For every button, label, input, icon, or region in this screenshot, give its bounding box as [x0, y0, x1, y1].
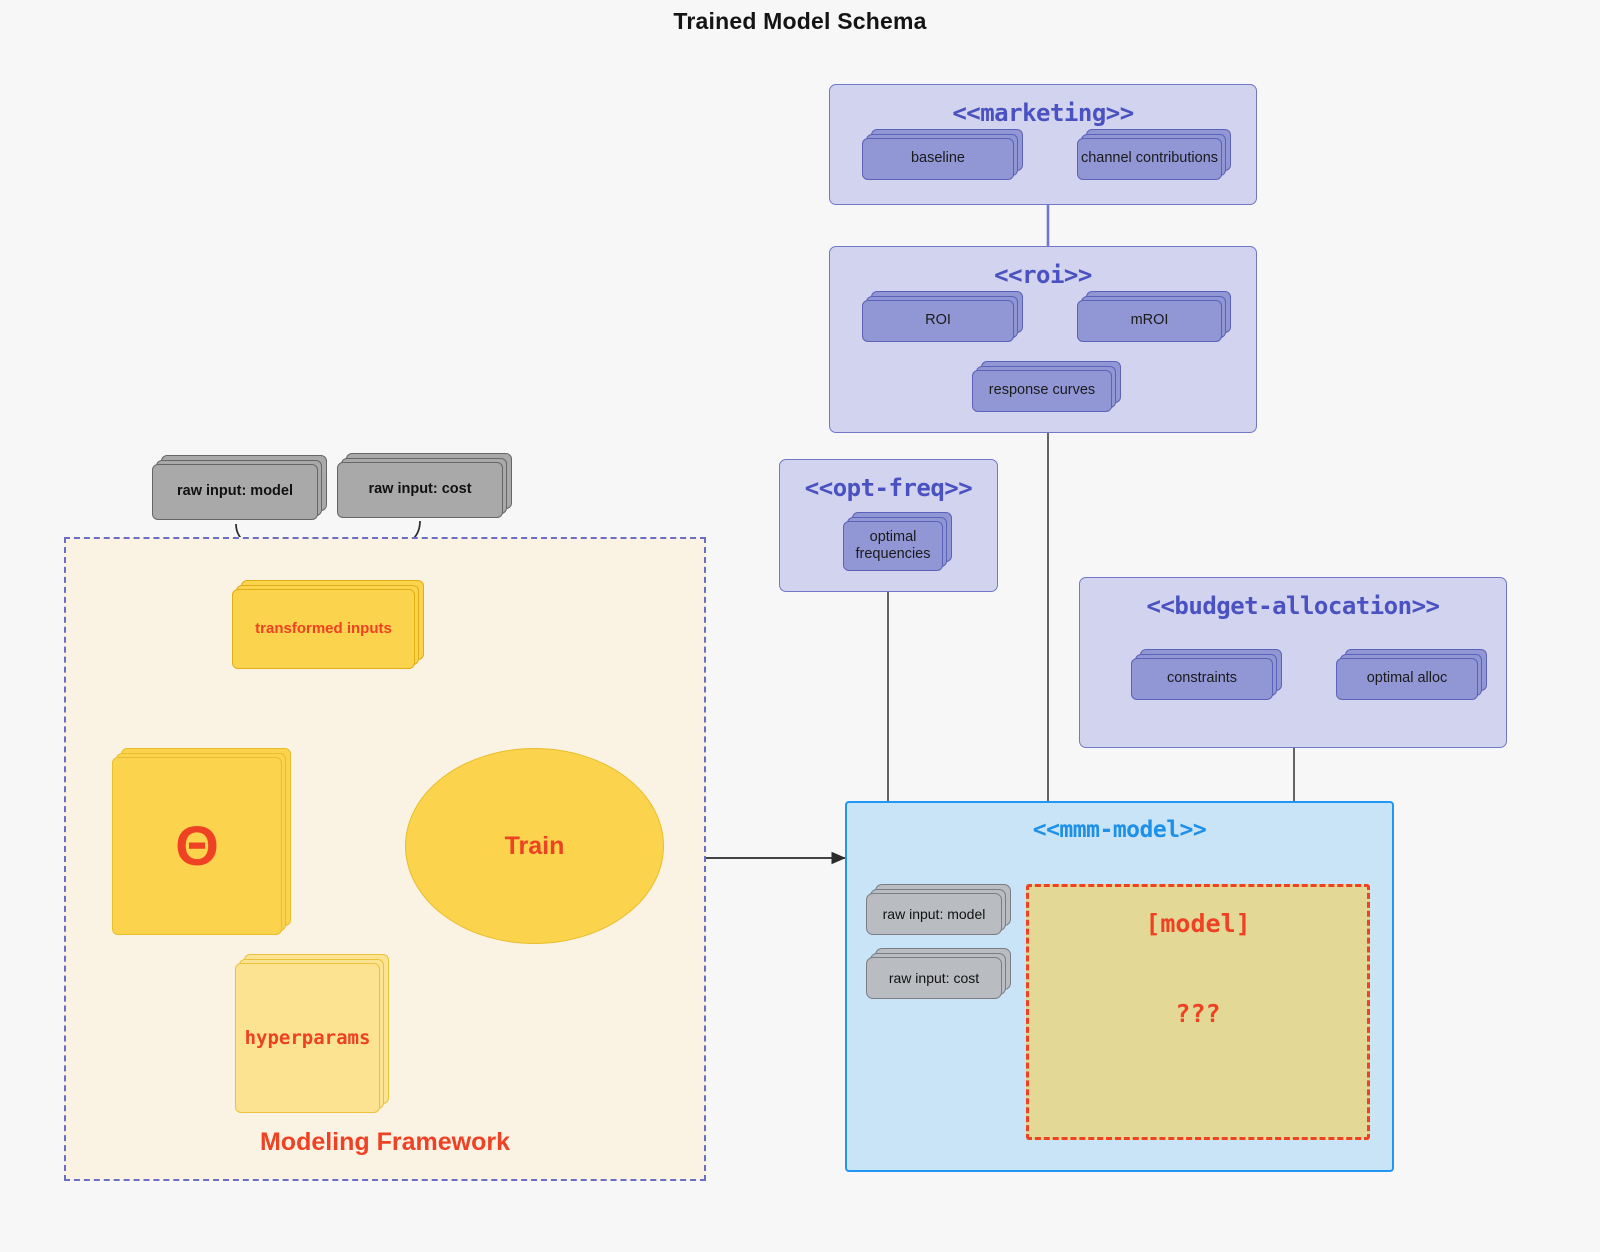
node-channel-contributions[interactable]: channel contributions	[1077, 129, 1231, 180]
modeling-framework-label: Modeling Framework	[259, 1128, 511, 1156]
node-constraints[interactable]: constraints	[1131, 649, 1282, 700]
node-response-curves-label: response curves	[972, 370, 1112, 412]
node-raw-input-cost-label: raw input: cost	[337, 462, 503, 518]
node-channel-contributions-label: channel contributions	[1077, 138, 1222, 180]
node-response-curves[interactable]: response curves	[972, 361, 1121, 412]
node-optimal-frequencies-label: optimal frequencies	[843, 521, 943, 571]
node-mmm-raw-input-cost-label: raw input: cost	[866, 957, 1002, 999]
node-raw-input-model-label: raw input: model	[152, 464, 318, 520]
model-placeholder-box[interactable]: [model] ???	[1026, 884, 1370, 1140]
node-mroi-label: mROI	[1077, 300, 1222, 342]
node-mroi[interactable]: mROI	[1077, 291, 1231, 342]
node-raw-input-cost[interactable]: raw input: cost	[337, 453, 512, 518]
node-theta[interactable]: Θ	[112, 748, 291, 935]
package-marketing-title: <<marketing>>	[952, 99, 1134, 127]
node-optimal-alloc-label: optimal alloc	[1336, 658, 1478, 700]
node-hyperparams[interactable]: hyperparams	[235, 954, 389, 1113]
model-unknown-label: ???	[1175, 999, 1221, 1028]
node-baseline-label: baseline	[862, 138, 1014, 180]
node-hyperparams-label: hyperparams	[235, 963, 380, 1113]
node-roi-label: ROI	[862, 300, 1014, 342]
node-optimal-frequencies[interactable]: optimal frequencies	[843, 512, 952, 571]
package-opt-freq-title: <<opt-freq>>	[804, 474, 973, 502]
node-theta-symbol: Θ	[112, 757, 282, 935]
node-roi[interactable]: ROI	[862, 291, 1023, 342]
node-constraints-label: constraints	[1131, 658, 1273, 700]
page-title: Trained Model Schema	[673, 8, 927, 34]
node-train[interactable]: Train	[405, 748, 664, 944]
node-raw-input-model[interactable]: raw input: model	[152, 455, 327, 520]
node-optimal-alloc[interactable]: optimal alloc	[1336, 649, 1487, 700]
node-transformed-inputs-label: transformed inputs	[232, 589, 415, 669]
node-mmm-raw-input-model[interactable]: raw input: model	[866, 884, 1011, 935]
node-mmm-raw-input-cost[interactable]: raw input: cost	[866, 948, 1011, 999]
node-train-label: Train	[504, 831, 565, 860]
package-mmm-model-title: <<mmm-model>>	[1032, 817, 1207, 843]
node-transformed-inputs[interactable]: transformed inputs	[232, 580, 424, 669]
node-baseline[interactable]: baseline	[862, 129, 1023, 180]
package-roi-title: <<roi>>	[994, 261, 1092, 289]
package-budget-allocation-title: <<budget-allocation>>	[1146, 592, 1440, 620]
model-placeholder-label: [model]	[1145, 909, 1251, 938]
node-mmm-raw-input-model-label: raw input: model	[866, 893, 1002, 935]
